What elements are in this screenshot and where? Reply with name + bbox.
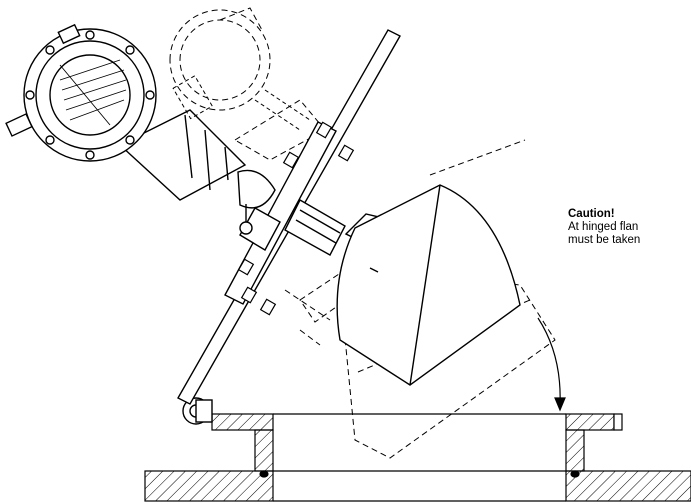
weld-right [570,470,580,478]
weld-left [259,470,269,478]
dashed-details [172,75,311,131]
bolts [237,121,355,316]
nozzle-wall-left [254,429,274,472]
base-nozzle [144,413,691,502]
cable-gland-top [57,23,81,45]
swing-arc [537,317,566,412]
pipe-wall-left [144,470,274,502]
pipe-wall-right [565,470,691,502]
arc-arrowhead [554,397,566,412]
caution-line-2: must be taken [568,234,641,246]
caution-title: Caution! [568,208,615,220]
nozzle-wall-right [565,429,585,472]
nozzle-flange-right [565,413,615,431]
antenna-stem [284,199,346,256]
display-hatching [59,59,127,126]
antenna [284,184,521,386]
bolted-collar [224,121,355,316]
cable-gland-left [5,113,33,137]
caution-line-1: At hinged flan [568,221,639,233]
transmitter-neck [118,109,247,201]
transmitter [5,23,276,235]
hinge [182,397,213,425]
antenna-horn [336,184,521,386]
nozzle-flange-left [211,413,274,431]
caution-note: Caution! At hinged flan must be taken [568,208,691,247]
housing-bolts [25,30,155,160]
